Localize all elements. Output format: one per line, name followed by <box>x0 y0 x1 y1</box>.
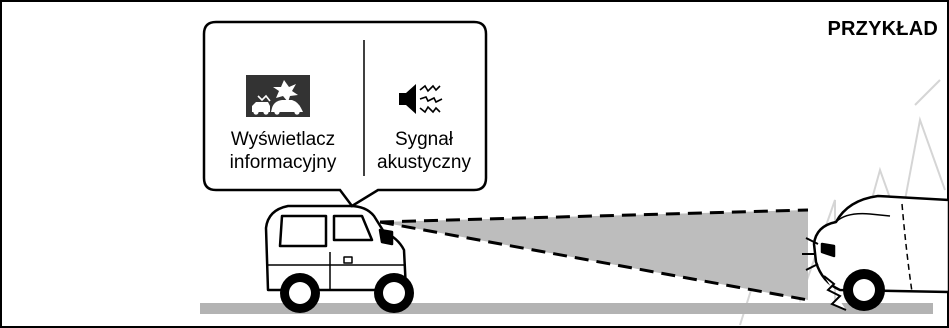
detection-zone <box>380 210 808 300</box>
info-display-caption: Wyświetlacz informacyjny <box>208 128 358 174</box>
buzzer-caption: Sygnał akustyczny <box>364 128 484 174</box>
example-label: PRZYKŁAD <box>760 18 938 41</box>
info-display-caption-line2: informacyjny <box>208 151 358 174</box>
front-collision-warning-icon <box>246 75 310 117</box>
info-display-caption-line1: Wyświetlacz <box>208 128 358 151</box>
buzzer-caption-line2: akustyczny <box>364 151 484 174</box>
vehicle-ahead-wheel <box>843 269 885 311</box>
buzzer-caption-line1: Sygnał <box>364 128 484 151</box>
